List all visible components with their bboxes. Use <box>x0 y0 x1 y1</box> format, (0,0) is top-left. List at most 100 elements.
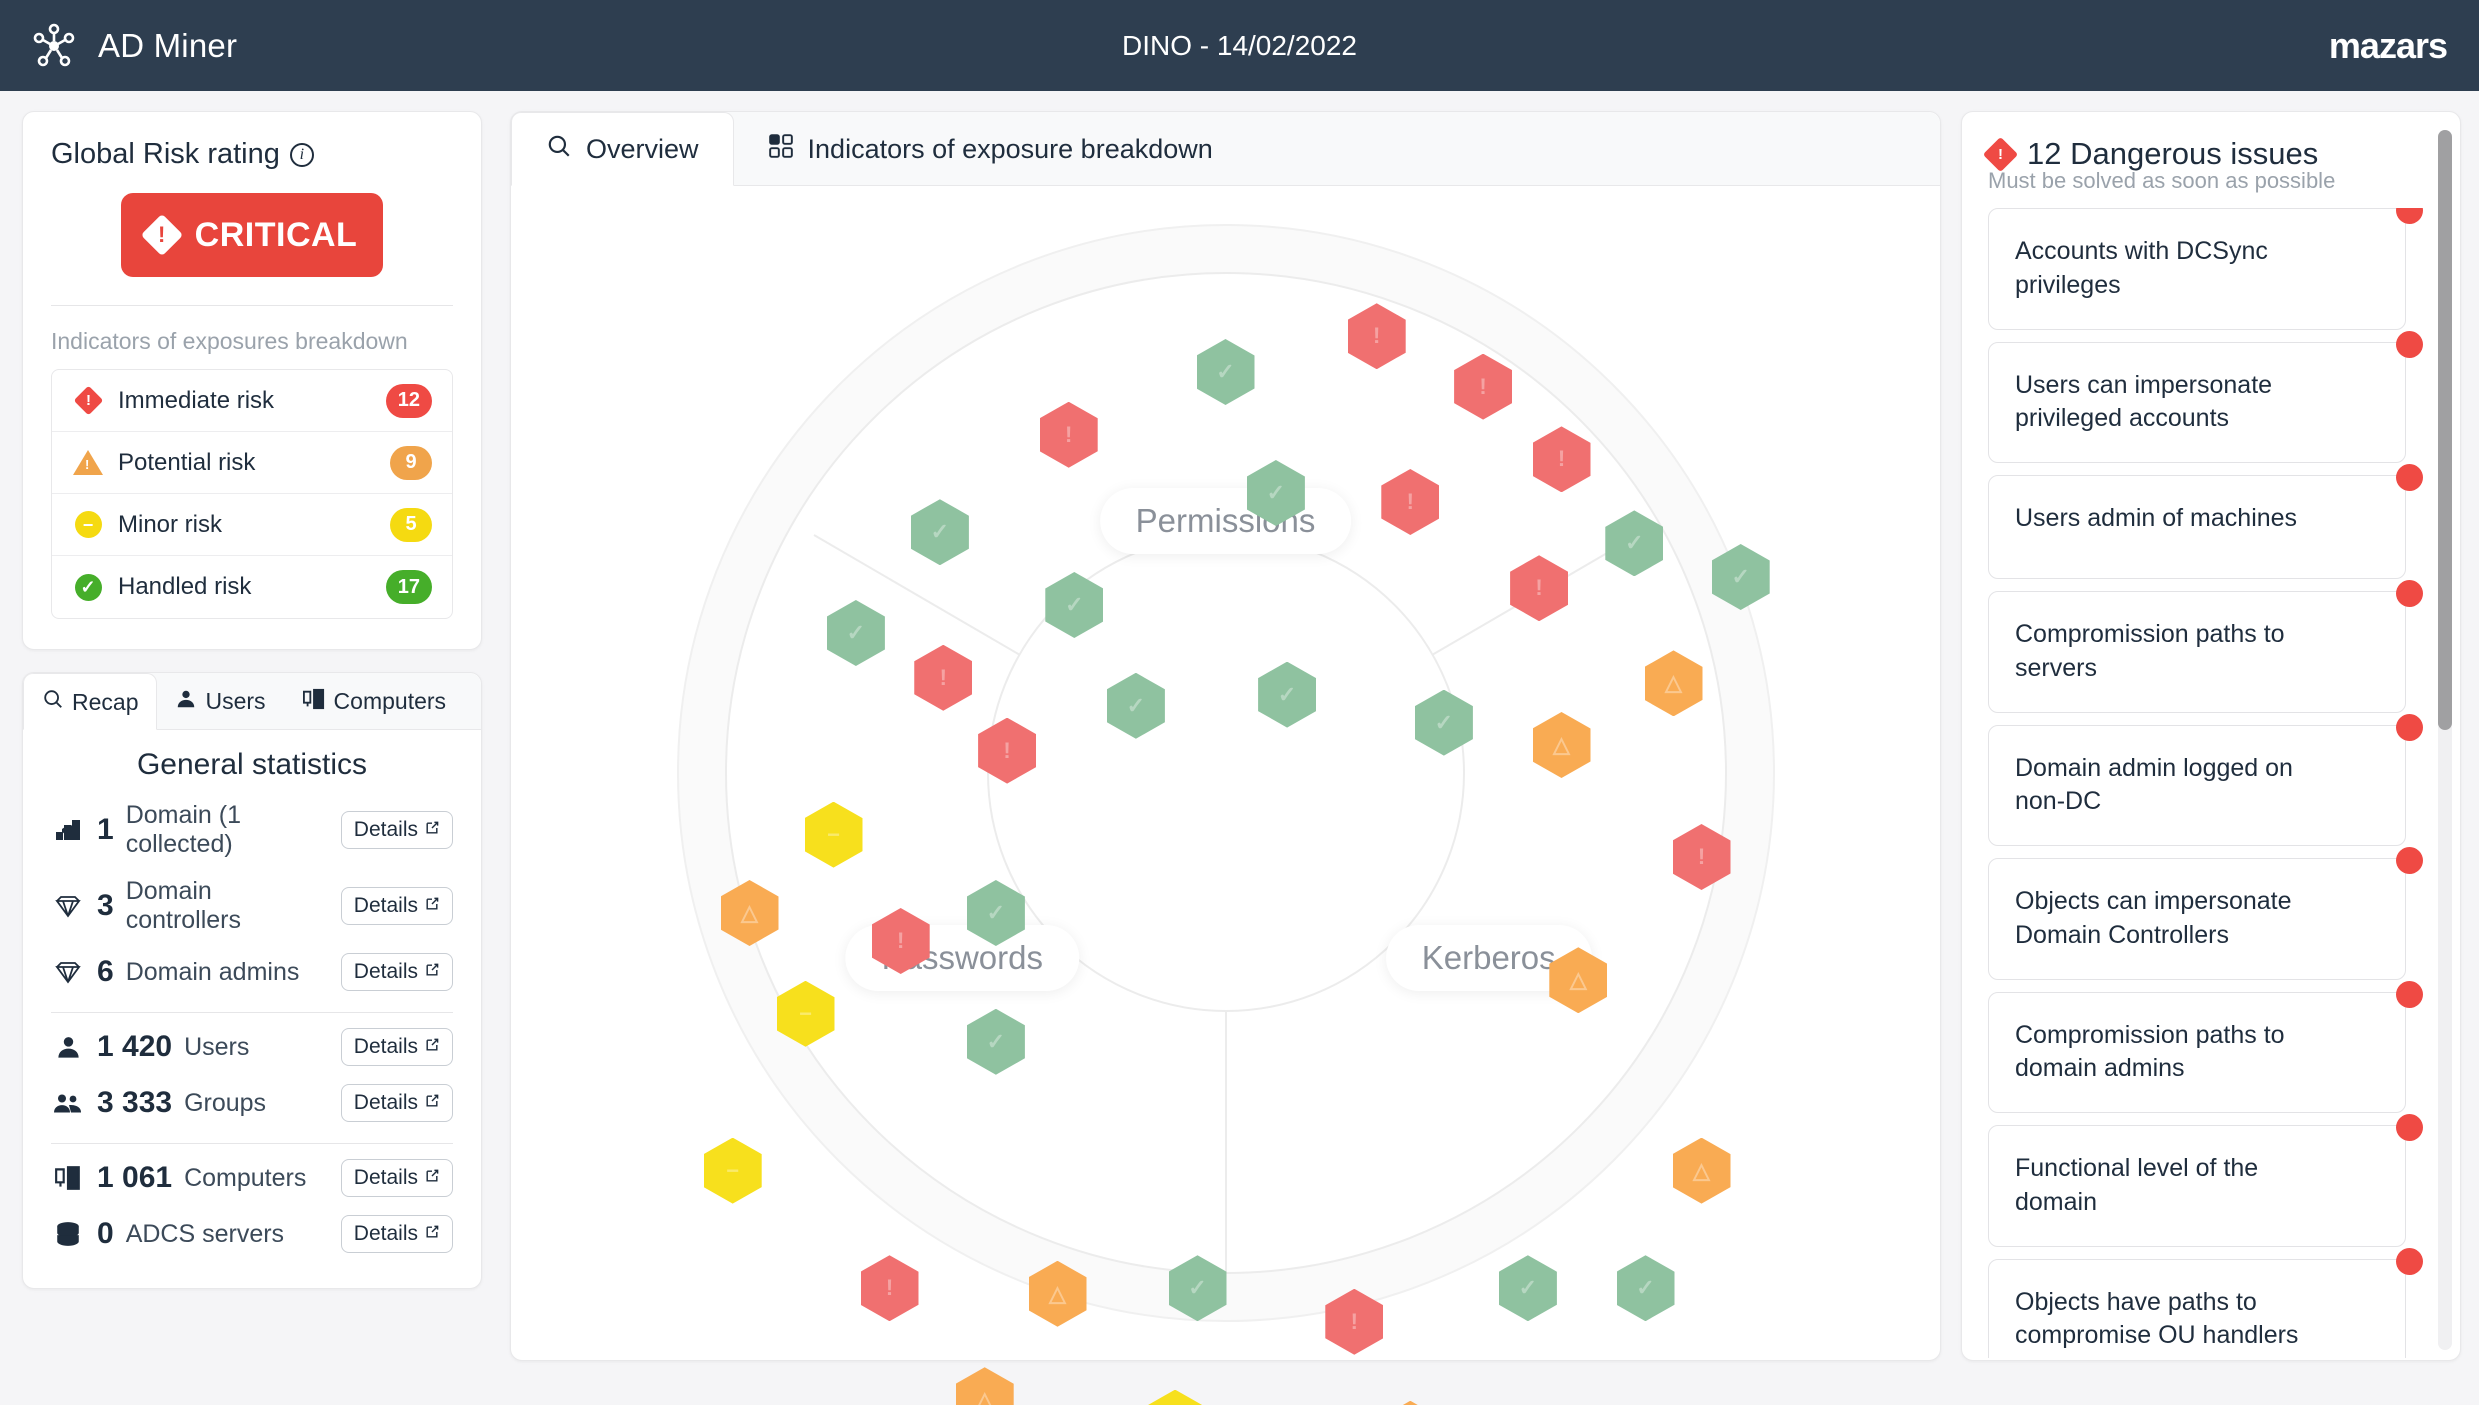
computer-icon <box>51 1161 85 1195</box>
details-button[interactable]: Details <box>340 1028 453 1066</box>
stat-number: 6 <box>97 955 114 988</box>
user-icon <box>175 688 197 716</box>
warning-triangle-icon: ! <box>73 450 103 475</box>
risk-label: Potential risk <box>118 448 256 476</box>
risk-hexagon-immediate[interactable]: ! <box>860 1255 919 1322</box>
risk-hexagon-minor[interactable]: − <box>703 1137 762 1204</box>
page-body: Global Risk rating i ! CRITICAL Indicato… <box>0 91 2479 1405</box>
risk-hexagon-glyph: ✓ <box>986 1028 1006 1054</box>
risk-hexagon-handled[interactable]: ✓ <box>826 600 885 666</box>
risk-row-potential[interactable]: ! Potential risk 9 <box>52 432 452 494</box>
stat-label: Groups <box>184 1088 267 1117</box>
building-icon <box>51 813 85 847</box>
issue-title: Users admin of machines <box>2015 504 2298 532</box>
details-button[interactable]: Details <box>340 811 453 849</box>
center-tabs: Overview Indicators of exposure breakdow… <box>511 112 1940 186</box>
details-label: Details <box>353 1091 418 1114</box>
risk-hexagon-glyph: ✓ <box>930 519 950 545</box>
risk-hexagon-glyph: − <box>827 821 840 847</box>
severity-dot-icon <box>2396 330 2423 358</box>
details-label: Details <box>353 894 418 917</box>
issue-title: Domain admin logged on non-DC <box>2015 753 2293 816</box>
tab-indicators-of-exposure-breakdown[interactable]: Indicators of exposure breakdown <box>734 112 1247 185</box>
overview-card: Overview Indicators of exposure breakdow… <box>510 111 1941 1405</box>
stat-label: ADCS servers <box>125 1219 285 1248</box>
risk-hexagon-glyph: − <box>726 1157 740 1183</box>
dangerous-issues-title-text: 12 Dangerous issues <box>2027 136 2319 171</box>
tab-overview[interactable]: Overview <box>511 112 734 186</box>
risk-wheel: Permissions Passwords Kerberos ✓!!!!✓!✓✓… <box>666 213 1786 1405</box>
user-icon <box>51 1030 85 1064</box>
issue-title: Compromission paths to domain admins <box>2015 1020 2285 1083</box>
risk-hexagon-glyph: ✓ <box>1126 692 1146 718</box>
details-label: Details <box>353 960 418 983</box>
segment-label-permissions[interactable]: Permissions <box>1099 488 1352 554</box>
risk-hexagon-potential[interactable]: △ <box>955 1367 1014 1405</box>
risk-row-immediate[interactable]: ! Immediate risk 12 <box>52 370 452 432</box>
issue-card[interactable]: Compromission paths to domain admins <box>1988 980 2423 1113</box>
stat-row-groups: 3 333 Groups Details <box>51 1075 453 1131</box>
issue-card[interactable]: Users can impersonate privileged account… <box>1988 330 2423 463</box>
issue-card[interactable]: Functional level of the domain <box>1988 1114 2423 1247</box>
segment-label-kerberos[interactable]: Kerberos <box>1385 924 1592 991</box>
risk-hexagon-minor[interactable]: − <box>804 801 863 868</box>
issue-card[interactable]: Objects can impersonate Domain Controlle… <box>1988 847 2423 980</box>
risk-hexagon-glyph: ! <box>1003 737 1011 763</box>
details-button[interactable]: Details <box>340 953 453 991</box>
stats-heading: General statistics <box>136 748 368 781</box>
risk-row-minor[interactable]: − Minor risk 5 <box>52 494 452 556</box>
global-risk-title: Global Risk rating i <box>51 138 453 171</box>
external-link-icon <box>424 818 440 842</box>
risk-hexagon-immediate[interactable]: ! <box>871 908 930 974</box>
scrollbar-thumb[interactable] <box>2438 130 2452 730</box>
tab-label: Users <box>205 688 266 714</box>
issue-card[interactable]: Users admin of machines <box>1988 464 2423 579</box>
risk-hexagon-potential[interactable]: △ <box>1381 1400 1440 1405</box>
risk-hexagon-handled[interactable]: ✓ <box>966 1008 1025 1075</box>
global-risk-badge-label: CRITICAL <box>194 215 358 254</box>
severity-dot-icon <box>2396 713 2423 741</box>
stat-label: Domain admins <box>125 957 300 986</box>
risk-hexagon-glyph: ✓ <box>1065 592 1084 617</box>
risk-hexagon-glyph: ! <box>939 664 947 690</box>
issue-card[interactable]: Objects have paths to compromise OU hand… <box>1988 1247 2423 1358</box>
stat-number: 3 333 <box>97 1086 173 1119</box>
tab-users[interactable]: Users <box>157 673 283 729</box>
details-label: Details <box>353 1166 418 1189</box>
external-link-icon <box>424 894 440 918</box>
details-button[interactable]: Details <box>340 1215 453 1253</box>
risk-hexagon-minor[interactable]: − <box>1146 1389 1205 1405</box>
risk-hexagon-handled[interactable]: ✓ <box>910 499 969 566</box>
page-title: DINO - 14/02/2022 <box>1121 29 1358 61</box>
left-sidebar: Global Risk rating i ! CRITICAL Indicato… <box>22 111 482 1405</box>
details-button[interactable]: Details <box>340 1084 453 1122</box>
tab-label: Computers <box>333 688 447 714</box>
tab-label: Indicators of exposure breakdown <box>807 133 1213 164</box>
severity-dot-icon <box>2396 980 2423 1008</box>
issue-card[interactable]: Domain admin logged on non-DC <box>1988 713 2423 846</box>
minus-circle-icon: − <box>74 511 102 538</box>
issue-title: Accounts with DCSync privileges <box>2015 237 2268 299</box>
risk-hexagon-potential[interactable]: △ <box>720 880 779 946</box>
details-button[interactable]: Details <box>340 1159 453 1197</box>
risk-hexagon-minor[interactable]: − <box>776 980 835 1047</box>
dangerous-issues-title: ! 12 Dangerous issues <box>1982 136 2442 172</box>
risk-hexagon-immediate[interactable]: ! <box>914 644 973 711</box>
stat-row-domain-controllers: 3 Domain controllers Details <box>51 868 453 944</box>
issue-card[interactable]: Accounts with DCSync privileges <box>1988 208 2423 330</box>
risk-hexagon-glyph: ✓ <box>1188 1275 1207 1301</box>
issue-title: Objects have paths to compromise OU hand… <box>2015 1287 2299 1350</box>
risk-hexagon-glyph: ! <box>1373 323 1381 349</box>
tab-computers[interactable]: Computers <box>284 673 464 729</box>
info-icon[interactable]: i <box>289 142 314 167</box>
risk-hexagon-handled[interactable]: ✓ <box>966 880 1025 946</box>
risk-hexagon-glyph: ! <box>1535 575 1543 601</box>
risk-row-handled[interactable]: ✓ Handled risk 17 <box>52 556 452 618</box>
issue-card[interactable]: Compromission paths to servers <box>1988 580 2423 713</box>
tab-recap[interactable]: Recap <box>23 673 158 730</box>
details-button[interactable]: Details <box>340 887 453 925</box>
top-bar: AD Miner DINO - 14/02/2022 mazars <box>0 0 2479 91</box>
search-icon <box>546 133 572 166</box>
risk-count-badge: 12 <box>385 383 432 418</box>
